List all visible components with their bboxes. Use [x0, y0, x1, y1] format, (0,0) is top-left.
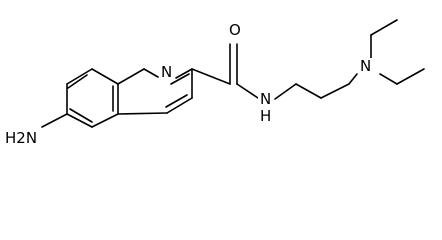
ring-nitrogen-label: N — [161, 63, 172, 81]
amine-label: H2N — [5, 129, 37, 147]
tertiary-nitrogen-label: N — [360, 57, 371, 75]
bonds — [41, 19, 425, 128]
amide-nitrogen-label: N — [260, 90, 271, 108]
amide-hydrogen-label: H — [260, 107, 271, 125]
carbonyl-oxygen-label: O — [229, 21, 241, 39]
atom-labels: H2N N O N H N — [4, 21, 372, 147]
molecular-structure: H2N N O N H N — [4, 19, 425, 147]
